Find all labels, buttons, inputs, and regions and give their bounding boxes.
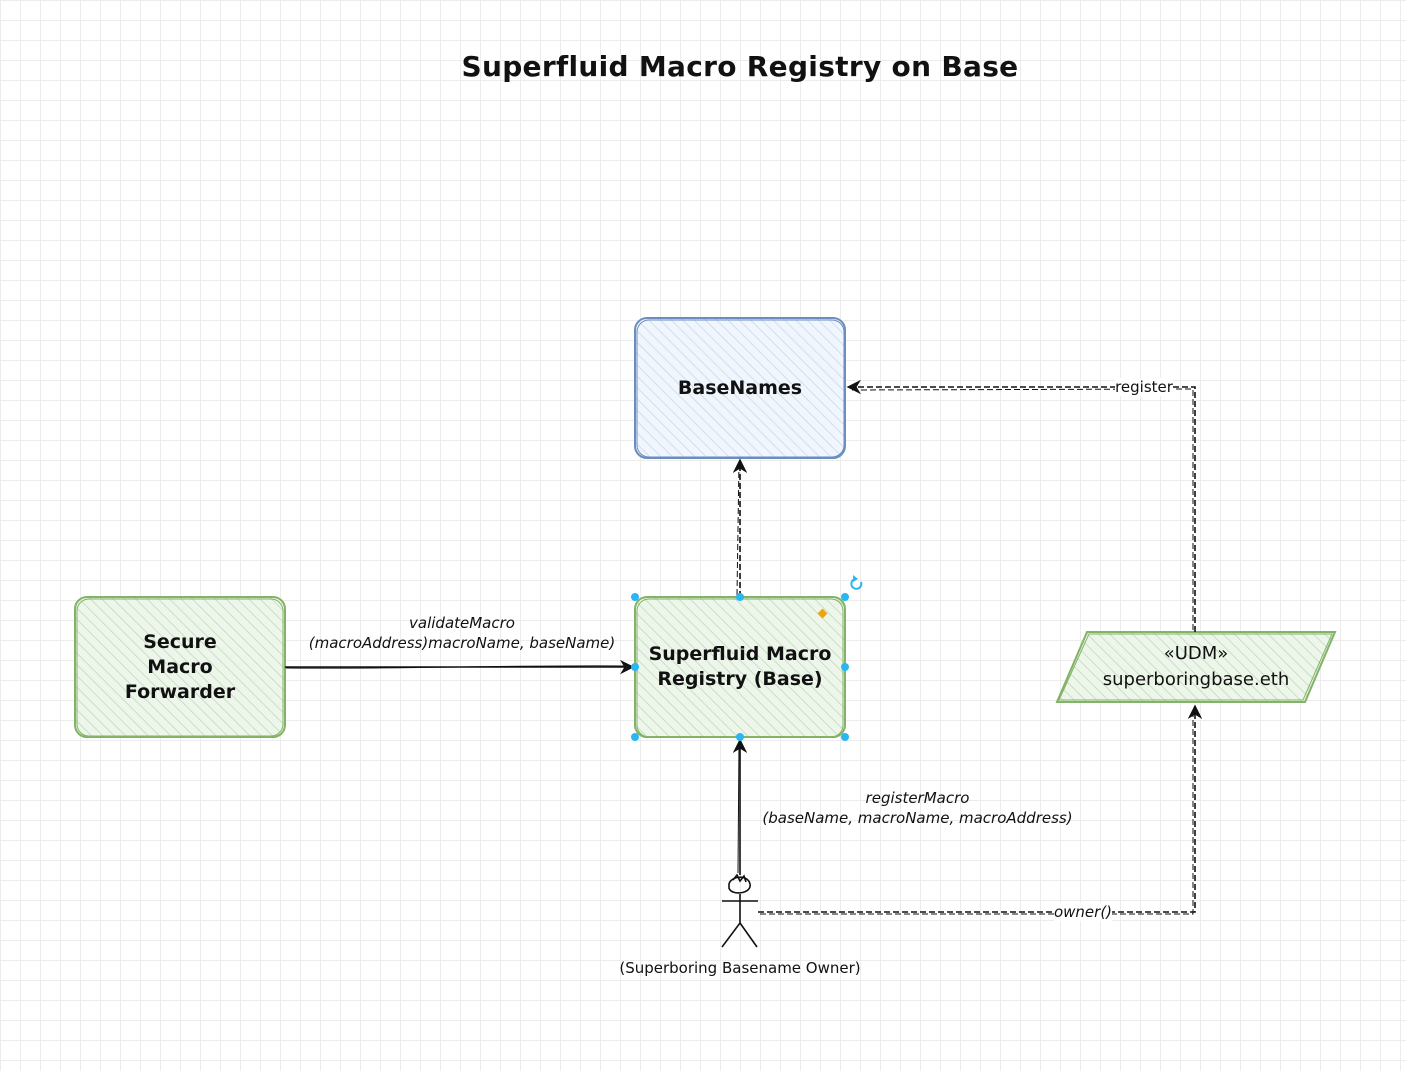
resize-handle-7[interactable] (841, 733, 849, 741)
basenames-node[interactable] (634, 317, 846, 459)
diagram-title: Superfluid Macro Registry on Base (461, 50, 1019, 83)
forwarder-text-line1: Secure (143, 630, 217, 653)
register-macro-label-line2: (baseName, macroName, macroAddress) (762, 809, 1073, 827)
forwarder-text-line2: Macro (147, 655, 213, 678)
actor-label: (Superboring Basename Owner) (619, 959, 861, 977)
basenames-text: BaseNames (677, 376, 803, 399)
edge-register-macro[interactable] (732, 738, 748, 875)
registry-text-line1: Superfluid Macro (648, 643, 832, 665)
forwarder-label: Secure Macro Forwarder (75, 597, 285, 737)
udm-stereotype: «UDM» (1163, 643, 1229, 664)
register-edge-label: register (1104, 377, 1184, 397)
owner-edge-label: owner() (1048, 902, 1118, 922)
register-label-text: register (1115, 378, 1173, 396)
udm-label: «UDM» superboringbase.eth (1062, 634, 1330, 700)
resize-handle-2[interactable] (841, 593, 849, 601)
validate-label-line1: validateMacro (409, 614, 515, 632)
owner-label-text: owner() (1053, 903, 1113, 921)
resize-handle-1[interactable] (736, 593, 744, 601)
validate-edge-label: validateMacro (macroAddress)macroName, b… (292, 613, 632, 653)
resize-handle-6[interactable] (736, 733, 744, 741)
registry-label: Superfluid Macro Registry (Base) (635, 597, 845, 737)
basenames-label: BaseNames (635, 318, 845, 458)
register-macro-label-line1: registerMacro (865, 789, 970, 807)
udm-node[interactable] (1055, 631, 1337, 703)
connection-hint-icon (817, 608, 828, 619)
forwarder-text-line3: Forwarder (124, 680, 236, 703)
actor-figure[interactable] (721, 873, 758, 948)
edge-registry-to-basenames[interactable] (732, 458, 748, 597)
register-macro-edge-label: registerMacro (baseName, macroName, macr… (750, 788, 1085, 828)
udm-name: superboringbase.eth (1102, 669, 1290, 690)
resize-handle-4[interactable] (841, 663, 849, 671)
edge-validate[interactable] (284, 659, 635, 675)
rotate-handle-icon[interactable] (850, 575, 863, 590)
resize-handle-0[interactable] (631, 593, 639, 601)
resize-handle-3[interactable] (631, 663, 639, 671)
validate-label-line2: (macroAddress)macroName, baseName) (308, 634, 616, 652)
edge-register[interactable] (846, 379, 1196, 632)
edge-owner[interactable] (758, 704, 1203, 915)
resize-handle-5[interactable] (631, 733, 639, 741)
forwarder-node[interactable] (74, 596, 286, 738)
registry-text-line2: Registry (Base) (657, 668, 823, 690)
selection-handles[interactable] (631, 593, 849, 741)
